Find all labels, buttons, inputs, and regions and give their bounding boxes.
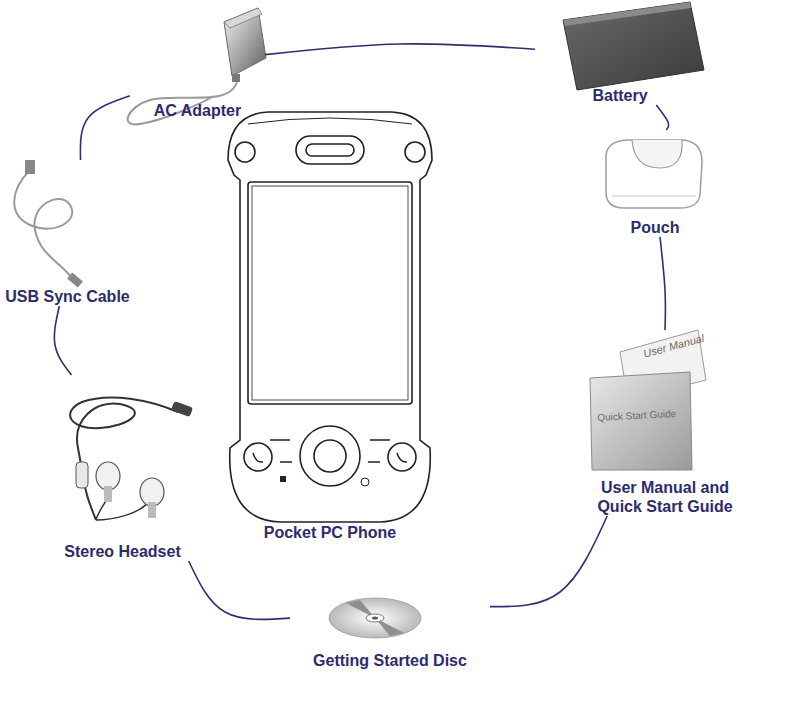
ring-arc [80,96,130,160]
item-label: Stereo Headset [64,542,181,561]
ring-arc [660,237,665,330]
ring-arc [265,44,535,55]
item-label: Getting Started Disc [313,651,467,670]
package-item: Pouch [600,130,710,237]
item-label: Battery [592,86,647,105]
item-label: User Manual and Quick Start Guide [585,478,745,516]
battery-illustration [563,2,704,90]
ring-arc [656,105,668,130]
disc-illustration [329,598,421,638]
usb-cable-illustration [14,160,83,288]
package-item: Stereo Headset [40,375,205,561]
ring-arc [54,306,71,375]
package-item: Pocket PC Phone [225,105,435,542]
item-label: AC Adapter [154,101,241,120]
package-item: AC Adapter [130,0,265,120]
pouch-illustration [606,140,702,208]
cover-text: User Manual [642,332,705,360]
package-item: Battery [535,0,705,105]
headset-illustration [70,397,193,520]
package-item: USB Sync Cable [0,160,135,306]
phone-illustration [228,112,432,522]
ring-arc [189,561,290,619]
cover-text: Quick Start Guide [597,408,676,423]
ac-adapter-illustration [128,8,266,124]
manual-illustration [590,330,706,470]
ring-arc [490,516,607,607]
package-item: Getting Started Disc [290,585,490,670]
item-label: Pocket PC Phone [264,523,396,542]
package-item: User Manual and Quick Start Guide [575,330,755,516]
item-label: USB Sync Cable [5,287,129,306]
item-label: Pouch [631,218,680,237]
